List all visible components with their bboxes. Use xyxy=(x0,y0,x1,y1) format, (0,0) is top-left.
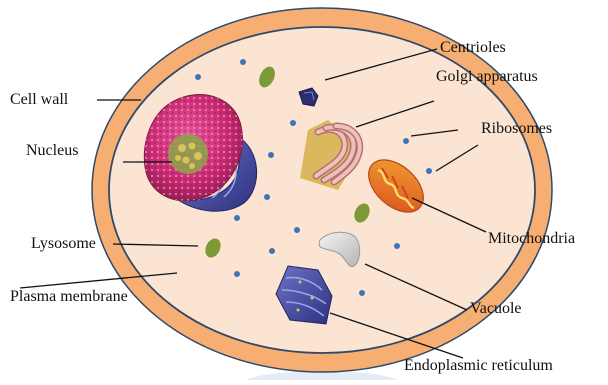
ribosome-dot-icon xyxy=(240,59,246,65)
label-golgi-apparatus: Golgi apparatus xyxy=(436,68,538,86)
label-ribosomes: Ribosomes xyxy=(481,120,552,138)
ribosome-dot-icon xyxy=(426,168,432,174)
label-plasma-membrane: Plasma membrane xyxy=(10,288,128,306)
ribosome-dot-icon xyxy=(195,74,201,80)
ribosome-dot-icon xyxy=(394,243,400,249)
ribosome-dot-icon xyxy=(269,248,275,254)
ribosome-dot-icon xyxy=(264,194,270,200)
ribosome-dot-icon xyxy=(234,215,240,221)
ribosome-dot-icon xyxy=(359,290,365,296)
ribosome-dot-icon xyxy=(294,227,300,233)
ribosome-dot-icon xyxy=(234,271,240,277)
label-cell-wall: Cell wall xyxy=(10,91,68,109)
label-lysosome: Lysosome xyxy=(31,235,96,253)
ribosome-dot-icon xyxy=(403,138,409,144)
ribosome-dot-icon xyxy=(268,152,274,158)
label-nucleus: Nucleus xyxy=(26,142,78,160)
label-endoplasmic-reticulum: Endoplasmic reticulum xyxy=(404,357,553,375)
label-mitochondria: Mitochondria xyxy=(488,230,575,248)
label-centrioles: Centrioles xyxy=(440,39,506,57)
label-vacuole: Vacuole xyxy=(470,300,522,318)
ribosome-dot-icon xyxy=(290,120,296,126)
